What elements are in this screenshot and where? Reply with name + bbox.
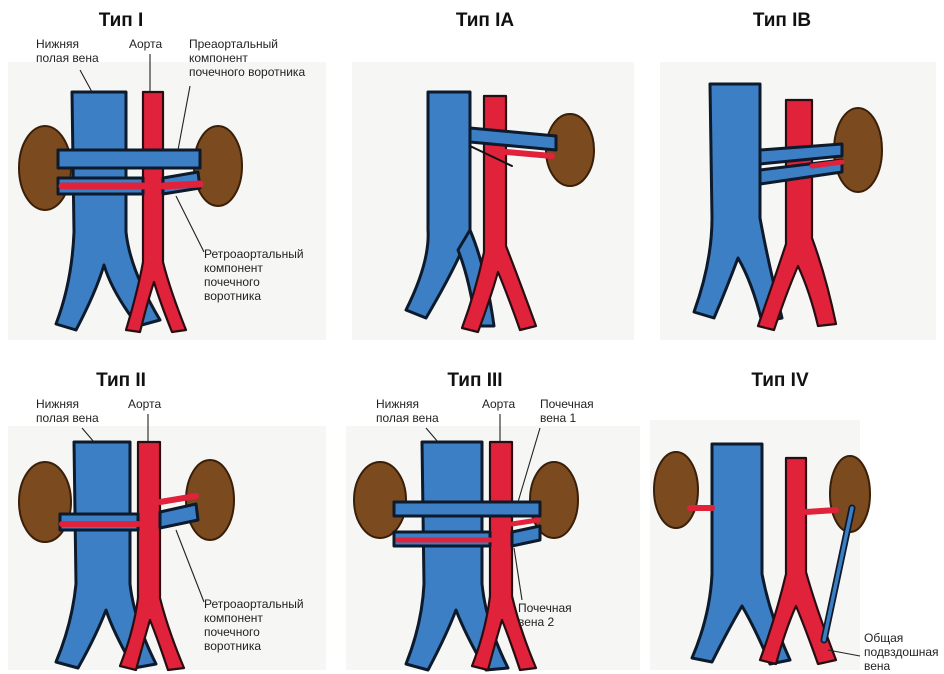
preaortic-renal-vein	[58, 150, 200, 168]
left-kidney	[654, 452, 698, 528]
right-renal-artery	[506, 152, 552, 156]
panel-title: Тип IA	[456, 10, 515, 31]
right-renal-artery	[806, 510, 836, 512]
right-kidney	[186, 460, 234, 540]
label-aorta: Аорта	[482, 397, 515, 411]
panel-title: Тип III	[447, 370, 502, 391]
panel-title: Тип I	[99, 10, 144, 31]
panel-title: Тип IV	[751, 370, 809, 391]
label-aorta: Аорта	[128, 397, 161, 411]
renal-vein-1	[394, 502, 540, 516]
panel-title: Тип II	[96, 370, 146, 391]
panel-type-1a: Тип IA	[352, 10, 634, 340]
right-renal-artery	[163, 184, 200, 186]
label-aorta: Аорта	[129, 37, 162, 51]
left-kidney	[354, 462, 406, 538]
panel-title: Тип IB	[753, 10, 811, 31]
panel-type-1b: Тип IB	[660, 10, 936, 340]
